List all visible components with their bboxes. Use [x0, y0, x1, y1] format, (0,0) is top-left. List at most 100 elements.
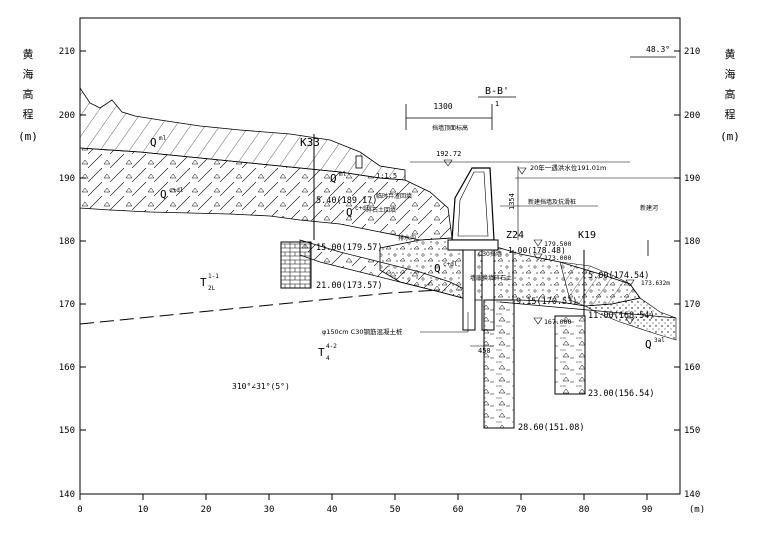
svg-text:Q: Q	[150, 136, 157, 149]
svg-text:c+dl: c+dl	[355, 205, 370, 212]
right-tick-150: 150	[684, 426, 700, 436]
svg-text:T: T	[200, 276, 207, 289]
stratum-label-t4: T 4 4-2	[318, 343, 337, 362]
bottom-axis-labels: 0 10 20 30 40 50 60 70 80 90 (m)	[77, 505, 705, 515]
left-tick-210: 210	[59, 47, 75, 57]
right-tick-140: 140	[684, 490, 700, 500]
elev-right: 173.632m	[641, 280, 670, 287]
left-tick-140: 140	[59, 490, 75, 500]
svg-text:Q: Q	[645, 338, 652, 351]
elev-2: 173.000	[544, 254, 571, 262]
svg-text:4: 4	[326, 355, 330, 362]
depth-k19-1: 5.00(174.54)	[588, 271, 649, 281]
depth-k33-1: 5.40(189.17)	[316, 196, 377, 206]
x-tick-0: 0	[77, 505, 82, 515]
depth-k33-3: 21.00(173.57)	[316, 281, 383, 291]
left-tick-180: 180	[59, 237, 75, 247]
stratum-label-col-gravel: Q c+dl	[434, 261, 458, 275]
x-tick-50: 50	[390, 505, 401, 515]
right-title-char-4: 程	[725, 108, 736, 121]
x-tick-90: 90	[642, 505, 653, 515]
right-tick-210: 210	[684, 47, 700, 57]
x-axis-unit: (m)	[689, 505, 705, 515]
stratum-label-t2l: T 2L 1-1	[200, 273, 219, 292]
borehole-z24	[483, 299, 515, 429]
section-ref: 1	[495, 100, 499, 108]
stratum-colluvium	[79, 147, 453, 241]
depth-k33-2: 15.00(179.57)	[316, 243, 383, 253]
left-tick-160: 160	[59, 363, 75, 373]
dim-width: 1300	[433, 102, 452, 111]
x-tick-30: 30	[264, 505, 275, 515]
dim-height: 1354	[508, 193, 516, 210]
bottom-axis	[79, 494, 648, 500]
borehole-k19	[554, 315, 586, 395]
right-tick-200: 200	[684, 111, 700, 121]
left-tick-200: 200	[59, 111, 75, 121]
design-note: 挡墙顶面标高	[432, 124, 468, 132]
right-axis-title: 黄 海 高 程 (m)	[720, 47, 740, 143]
left-axis-labels: 210 200 190 180 170 160 150 140	[59, 47, 75, 500]
left-tick-170: 170	[59, 300, 75, 310]
right-title-char-3: 高	[725, 87, 736, 101]
right-tick-170: 170	[684, 300, 700, 310]
x-tick-70: 70	[516, 505, 527, 515]
right-tick-180: 180	[684, 237, 700, 247]
stratum-right-colluvium	[559, 261, 641, 307]
label-river: 新建河	[640, 204, 658, 212]
x-tick-80: 80	[579, 505, 590, 515]
stratum-label-col-left: Q c+dl	[160, 187, 184, 201]
depth-k19-3: 23.00(156.54)	[588, 389, 655, 399]
left-title-char-3: 高	[23, 87, 34, 101]
right-tick-190: 190	[684, 174, 700, 184]
right-axis-unit: (m)	[720, 130, 740, 143]
bedrock-boundary	[79, 289, 441, 325]
svg-text:ml: ml	[159, 135, 167, 142]
borehole-k33	[280, 241, 312, 289]
label-roadbed: 临时弃渣回填	[376, 192, 412, 200]
svg-text:ml: ml	[339, 171, 347, 178]
x-tick-20: 20	[201, 505, 212, 515]
right-axis	[674, 50, 680, 495]
svg-text:4-2: 4-2	[326, 343, 337, 350]
svg-text:3al: 3al	[654, 337, 665, 344]
svg-text:2L: 2L	[208, 285, 216, 292]
label-foundation: 墙底换填碎石土	[470, 274, 512, 282]
svg-text:Q: Q	[160, 188, 167, 201]
x-tick-10: 10	[138, 505, 149, 515]
label-plan: 新建挡墙及抗滑桩	[528, 198, 576, 206]
left-tick-190: 190	[59, 174, 75, 184]
stratum-label-col-right: Q c+dl	[346, 205, 370, 219]
slope-ratio: 1:1.5	[376, 172, 397, 180]
label-drain: 排水沟	[398, 234, 416, 242]
elev-3: 167.000	[544, 318, 571, 326]
retaining-wall	[451, 167, 495, 241]
left-axis-unit: (m)	[18, 130, 38, 143]
left-title-char-1: 黄	[23, 47, 34, 61]
svg-text:Q: Q	[434, 262, 441, 275]
left-title-char-2: 海	[23, 67, 34, 81]
elev-1: 179.500	[544, 240, 571, 248]
depth-z24-3: 28.60(151.08)	[518, 423, 585, 433]
x-tick-40: 40	[327, 505, 338, 515]
svg-text:c+dl: c+dl	[443, 261, 458, 268]
x-tick-60: 60	[453, 505, 464, 515]
right-tick-160: 160	[684, 363, 700, 373]
elev-top: 192.72	[436, 150, 461, 158]
svg-text:Q: Q	[346, 206, 353, 219]
stratum-label-alluvium: Q 3al	[645, 337, 665, 351]
svg-text:Q: Q	[330, 172, 337, 185]
depth-z24-1: 1.00(178.48)	[508, 246, 566, 255]
wall-base	[447, 239, 499, 251]
left-tick-150: 150	[59, 426, 75, 436]
depth-k19-2: 11.00(168.54)	[588, 311, 655, 321]
section-name: B-B'	[485, 86, 509, 97]
flood-line-label: 20年一遇洪水位191.01m	[530, 163, 606, 172]
corner-angle-label: 48.3°	[646, 45, 670, 54]
plot-frame	[79, 17, 681, 495]
left-axis-title: 黄 海 高 程 (m)	[18, 47, 38, 143]
label-k33: K33	[300, 136, 320, 149]
label-backfill: 碎石土回填	[366, 206, 396, 214]
svg-text:T: T	[318, 346, 325, 359]
